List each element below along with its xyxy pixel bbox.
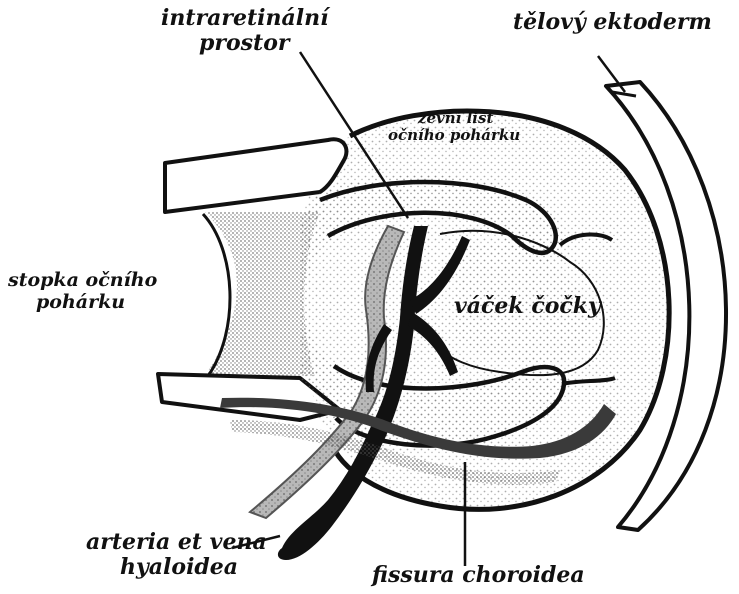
label-hyaloid-artery: arteria et vena hyaloidea (86, 530, 267, 581)
label-outer-layer-line1: zevní list (388, 110, 520, 127)
label-outer-layer: zevní list očního pohárku (388, 110, 520, 145)
label-hyaloid-line1: arteria et vena (86, 530, 267, 555)
label-intraretinal-space: intraretinální prostor (161, 6, 328, 57)
label-intraretinal-line1: intraretinální (161, 6, 328, 31)
label-lens-vesicle: váček čočky (454, 294, 601, 319)
label-optic-stalk-line1: stopka očního (8, 270, 157, 292)
label-intraretinal-line2: prostor (161, 31, 328, 56)
label-choroid-fissure: fissura choroidea (372, 563, 585, 588)
label-hyaloid-line2: hyaloidea (86, 555, 267, 580)
label-optic-stalk-line2: pohárku (8, 292, 157, 314)
label-outer-layer-line2: očního pohárku (388, 127, 520, 144)
label-body-ectoderm: tělový ektoderm (513, 10, 712, 35)
label-optic-stalk: stopka očního pohárku (8, 270, 157, 314)
